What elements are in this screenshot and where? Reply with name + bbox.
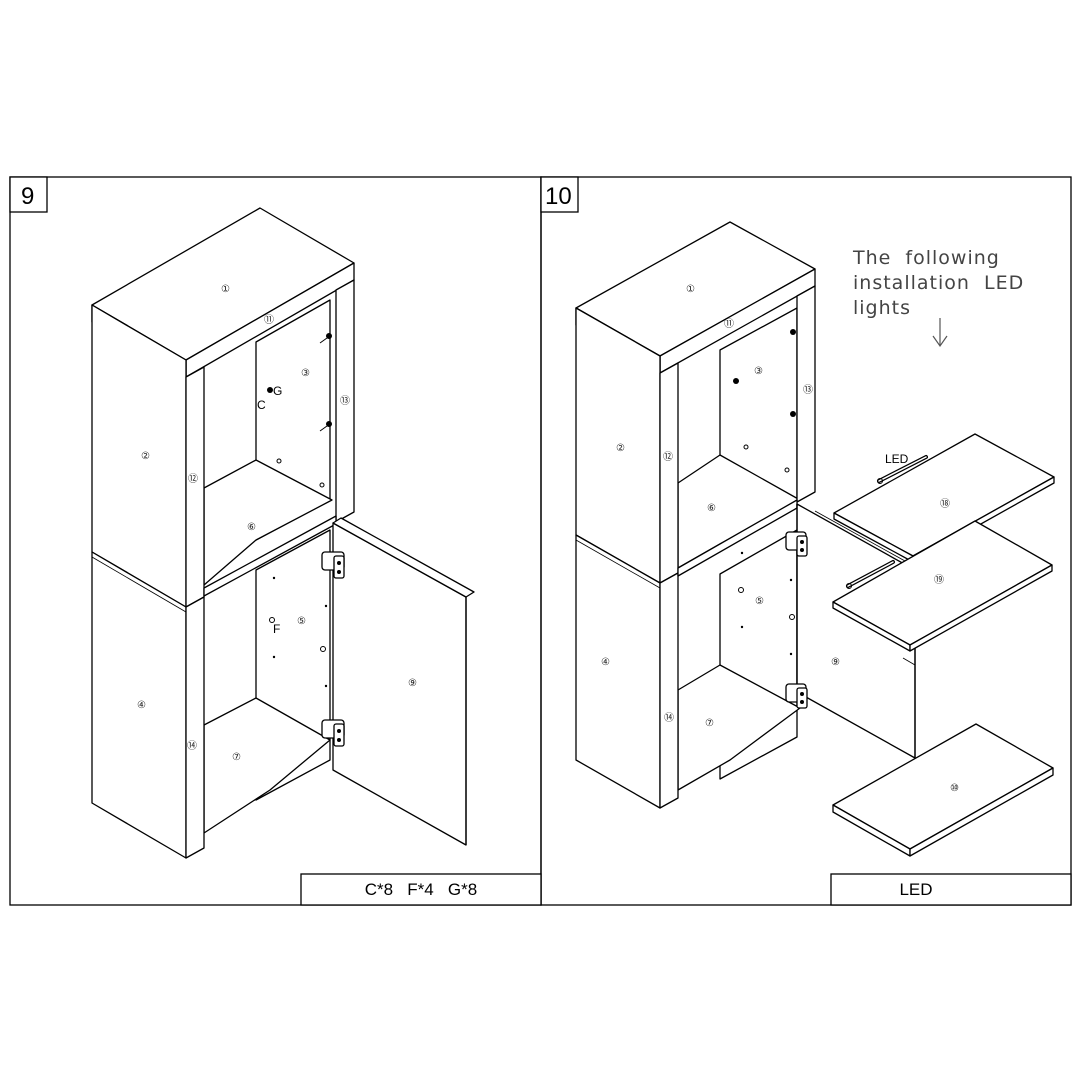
- step-9-part-6: ⑥: [247, 522, 256, 533]
- step-9-hardware-g: G: [273, 384, 282, 398]
- step-10-part-4: ④: [601, 657, 610, 668]
- step-9-part-2: ②: [141, 451, 150, 462]
- svg-text:⑩: ⑩: [950, 783, 959, 794]
- step-9-hinge-lower: [321, 719, 345, 747]
- step-10-cabinet: ① ⑪ ③ ⑬ ② ⑫ ⑥ ⑤ ⑨ ④ ⑭ ⑦: [575, 221, 916, 809]
- step-9-part-11: ⑪: [264, 314, 274, 326]
- step-9-right-edge: [335, 279, 355, 523]
- step-10-led-strip-middle: [846, 560, 895, 589]
- step-10-note-line-1: The following: [852, 247, 1000, 269]
- step-10-part-13: ⑬: [803, 384, 813, 396]
- step-10-hinge-lower: [785, 683, 808, 709]
- step-9-part-9: ⑨: [408, 678, 417, 689]
- down-arrow-icon: [932, 318, 948, 348]
- step-10-right-edge: [796, 285, 816, 503]
- step-9-part-14: ⑭: [187, 740, 197, 752]
- step-10-note-line-3: lights: [853, 297, 911, 319]
- step-10-number-box: [540, 176, 579, 213]
- step-9-part-4: ④: [137, 700, 146, 711]
- svg-text:⑱: ⑱: [940, 498, 950, 510]
- step-9-hardware-count: C*8 F*4 G*8: [365, 880, 477, 899]
- step-9-hardware-c: C: [257, 398, 266, 412]
- step-9-number: 9: [21, 183, 34, 210]
- step-9-hardware-f: F: [273, 622, 280, 636]
- step-10-fittings: [733, 329, 796, 656]
- step-10-footer-label: LED: [899, 880, 932, 899]
- step-10-glass-shelf-middle: ⑲: [832, 520, 1053, 652]
- step-10-led-label: LED: [885, 452, 909, 466]
- step-9-front-edge-upper: [185, 366, 205, 608]
- step-10-part-14: ⑭: [664, 712, 674, 724]
- step-9-door: [332, 522, 467, 846]
- step-10-part-7: ⑦: [705, 718, 714, 729]
- step-9-part-1: ①: [221, 284, 230, 295]
- step-10-part-12: ⑫: [663, 451, 673, 463]
- step-9-cabinet: C G F ① ⑪ ③ ⑬ ② ⑫ ⑥ ⑤ ⑨ ④ ⑭ ⑦: [91, 207, 475, 859]
- step-9-number-box: [9, 176, 48, 213]
- step-10-part-11: ⑪: [724, 318, 734, 330]
- step-10-bottom-panel: ⑩: [832, 723, 1054, 857]
- step-9-front-edge-lower: [185, 596, 205, 859]
- step-10-part-1: ①: [686, 284, 695, 295]
- step-9-part-5: ⑤: [297, 616, 306, 627]
- step-10-part-6: ⑥: [707, 503, 716, 514]
- step-10-front-edge-lower: [659, 572, 679, 809]
- step-10-part-2: ②: [616, 443, 625, 454]
- step-10-led-strip-upper: [877, 455, 928, 484]
- svg-text:⑲: ⑲: [934, 574, 944, 586]
- step-9-hinge-upper: [321, 551, 345, 579]
- step-10-footer-box: [830, 873, 1072, 906]
- step-10-left-side-lower: [575, 534, 661, 809]
- step-9-part-12: ⑫: [188, 473, 198, 485]
- step-10-part-3: ③: [754, 366, 763, 377]
- step-10-frame: [540, 176, 1072, 906]
- step-10-part-5: ⑤: [755, 596, 764, 607]
- step-9-fittings: [267, 333, 332, 688]
- step-10-part-9: ⑨: [831, 657, 840, 668]
- step-10-hinge-upper: [785, 531, 808, 557]
- step-10-number: 10: [545, 183, 572, 210]
- step-9-part-7: ⑦: [232, 752, 241, 763]
- step-10-note-line-2: installation LED: [853, 272, 1024, 294]
- step-9-part-3: ③: [301, 368, 310, 379]
- step-9-footer-box: [300, 873, 542, 906]
- step-9-part-13: ⑬: [340, 395, 350, 407]
- step-10-front-edge-upper: [659, 362, 679, 584]
